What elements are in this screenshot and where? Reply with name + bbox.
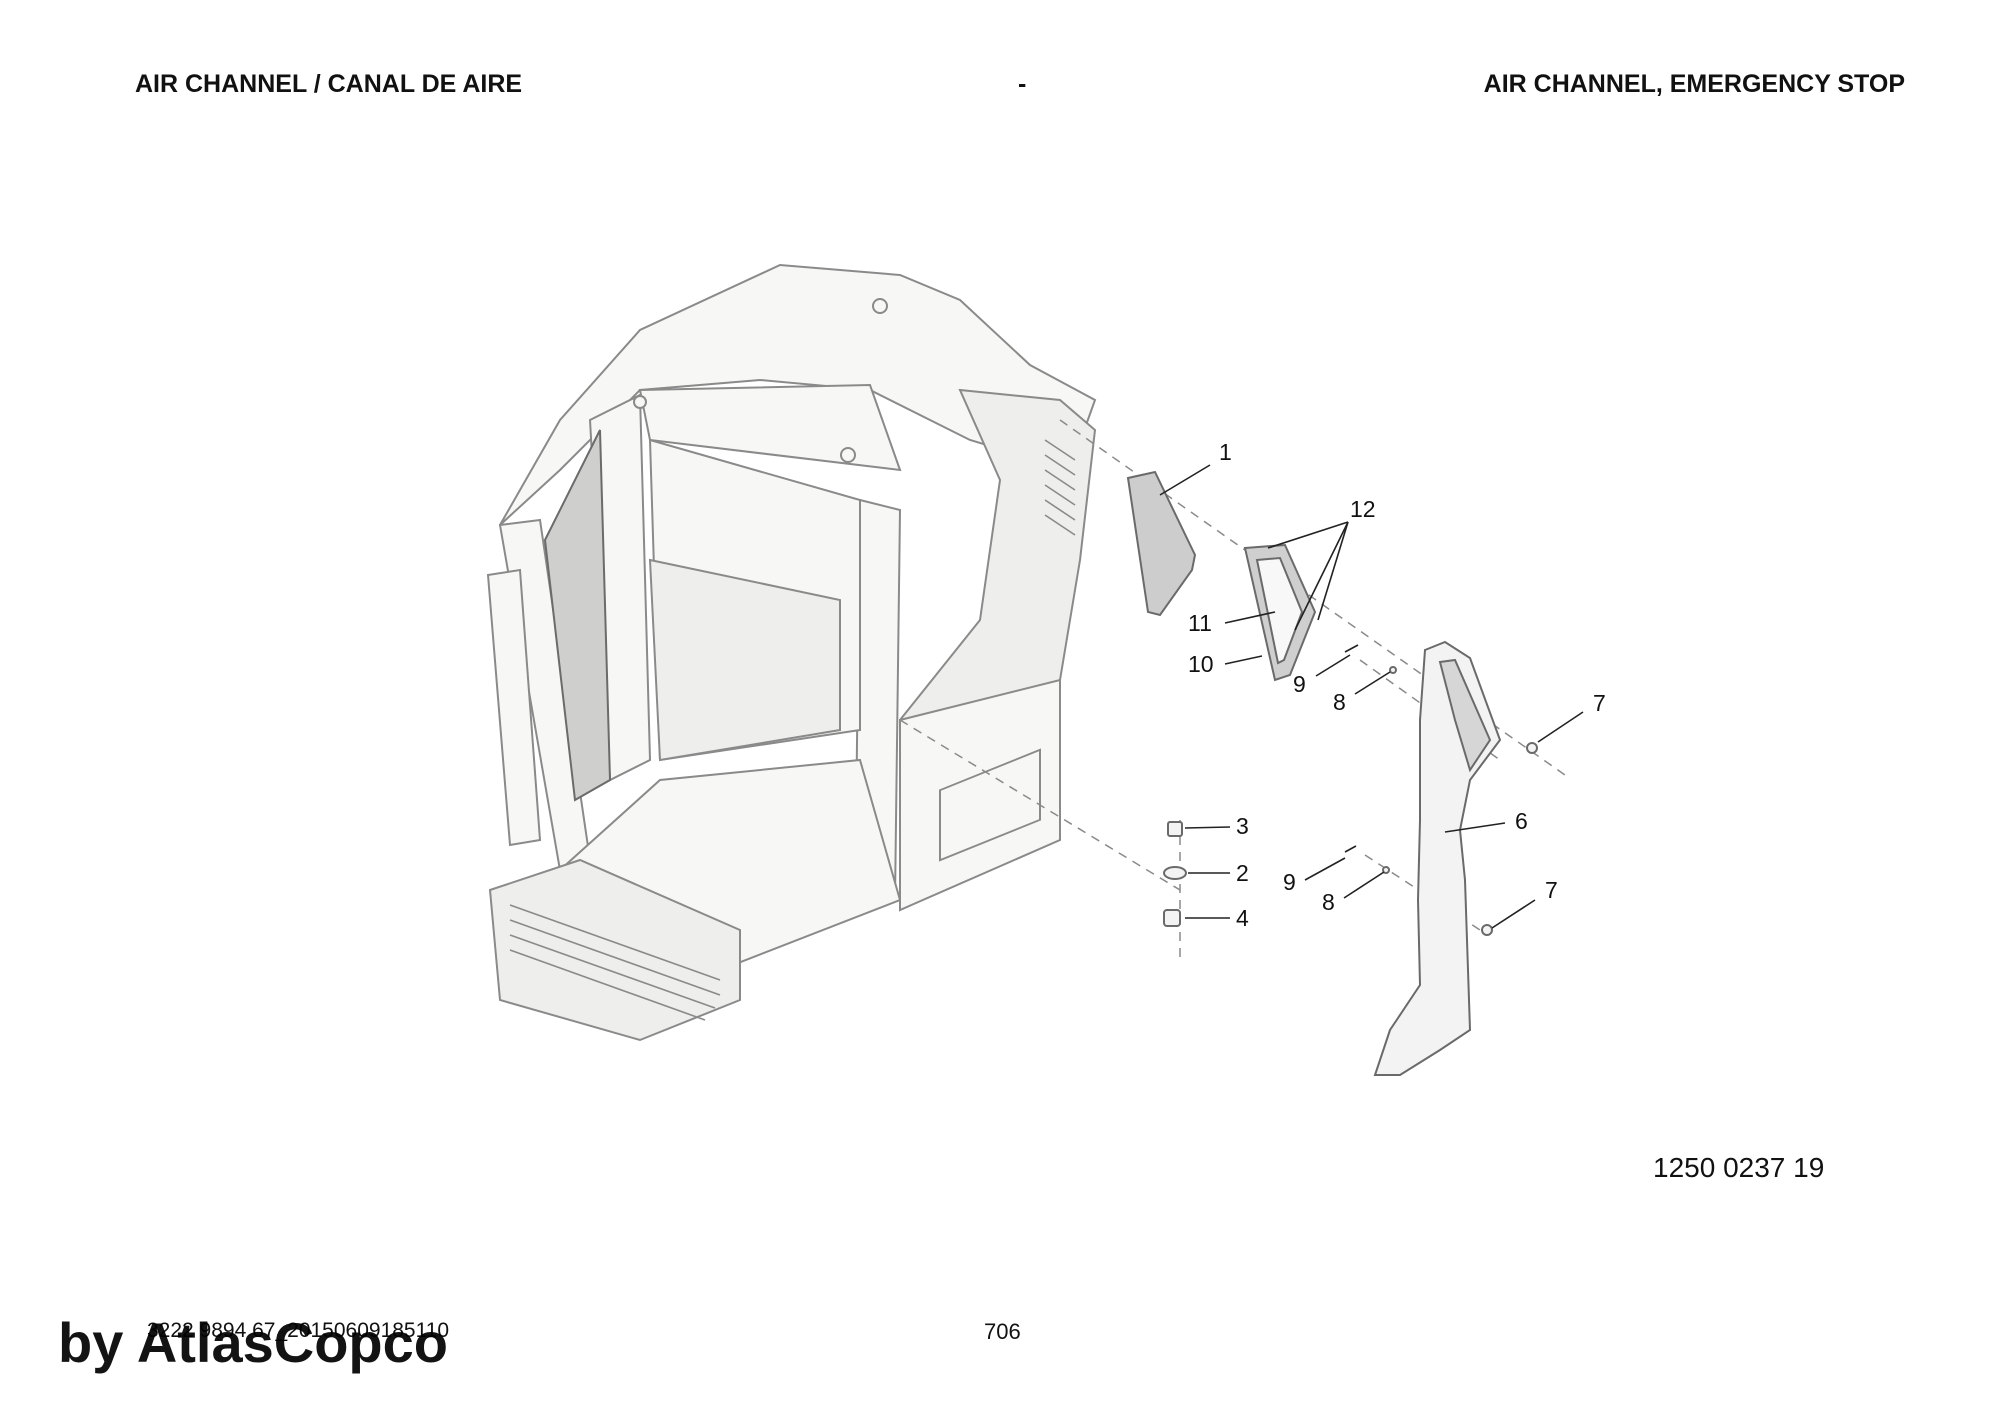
callout-9-upper: 9: [1293, 671, 1306, 697]
page-header-right: AIR CHANNEL, EMERGENCY STOP: [1483, 70, 1905, 98]
page-header-left: AIR CHANNEL / CANAL DE AIRE: [135, 70, 523, 98]
callout-10: 10: [1188, 651, 1214, 677]
part-1-cover-panel: [1126, 470, 1197, 617]
callout-7-upper: 7: [1593, 690, 1606, 716]
part-6-channel-window: [1438, 658, 1492, 773]
callout-11: 11: [1188, 610, 1212, 636]
page-header-middle: -: [1018, 70, 1027, 98]
part-11-gasket: [1255, 556, 1304, 665]
callout-8-upper: 8: [1333, 689, 1346, 715]
callout-leaders: [1159, 464, 1584, 929]
callout-7-lower: 7: [1545, 877, 1558, 903]
page-number: 706: [984, 1319, 1021, 1344]
atlascopco-watermark: by AtlasCopco: [58, 1311, 448, 1374]
callout-3: 3: [1236, 813, 1249, 839]
side-vent-grille: [1044, 439, 1076, 536]
operator-cab-illustration: [486, 263, 1097, 1042]
callout-6: 6: [1515, 808, 1528, 834]
callout-4: 4: [1236, 905, 1249, 931]
callout-8-lower: 8: [1322, 889, 1335, 915]
part-6-air-channel: [1373, 640, 1502, 1076]
callout-12: 12: [1350, 496, 1376, 522]
drawing-reference-number: 1250 0237 19: [1653, 1152, 1825, 1183]
document-id: 3222 9894 67_20150609185110: [147, 1319, 450, 1342]
fastener-parts: [1163, 644, 1538, 936]
callout-9-lower: 9: [1283, 869, 1296, 895]
callout-1: 1: [1219, 439, 1232, 465]
front-step-grille: [509, 904, 721, 1021]
callout-2: 2: [1236, 860, 1249, 886]
